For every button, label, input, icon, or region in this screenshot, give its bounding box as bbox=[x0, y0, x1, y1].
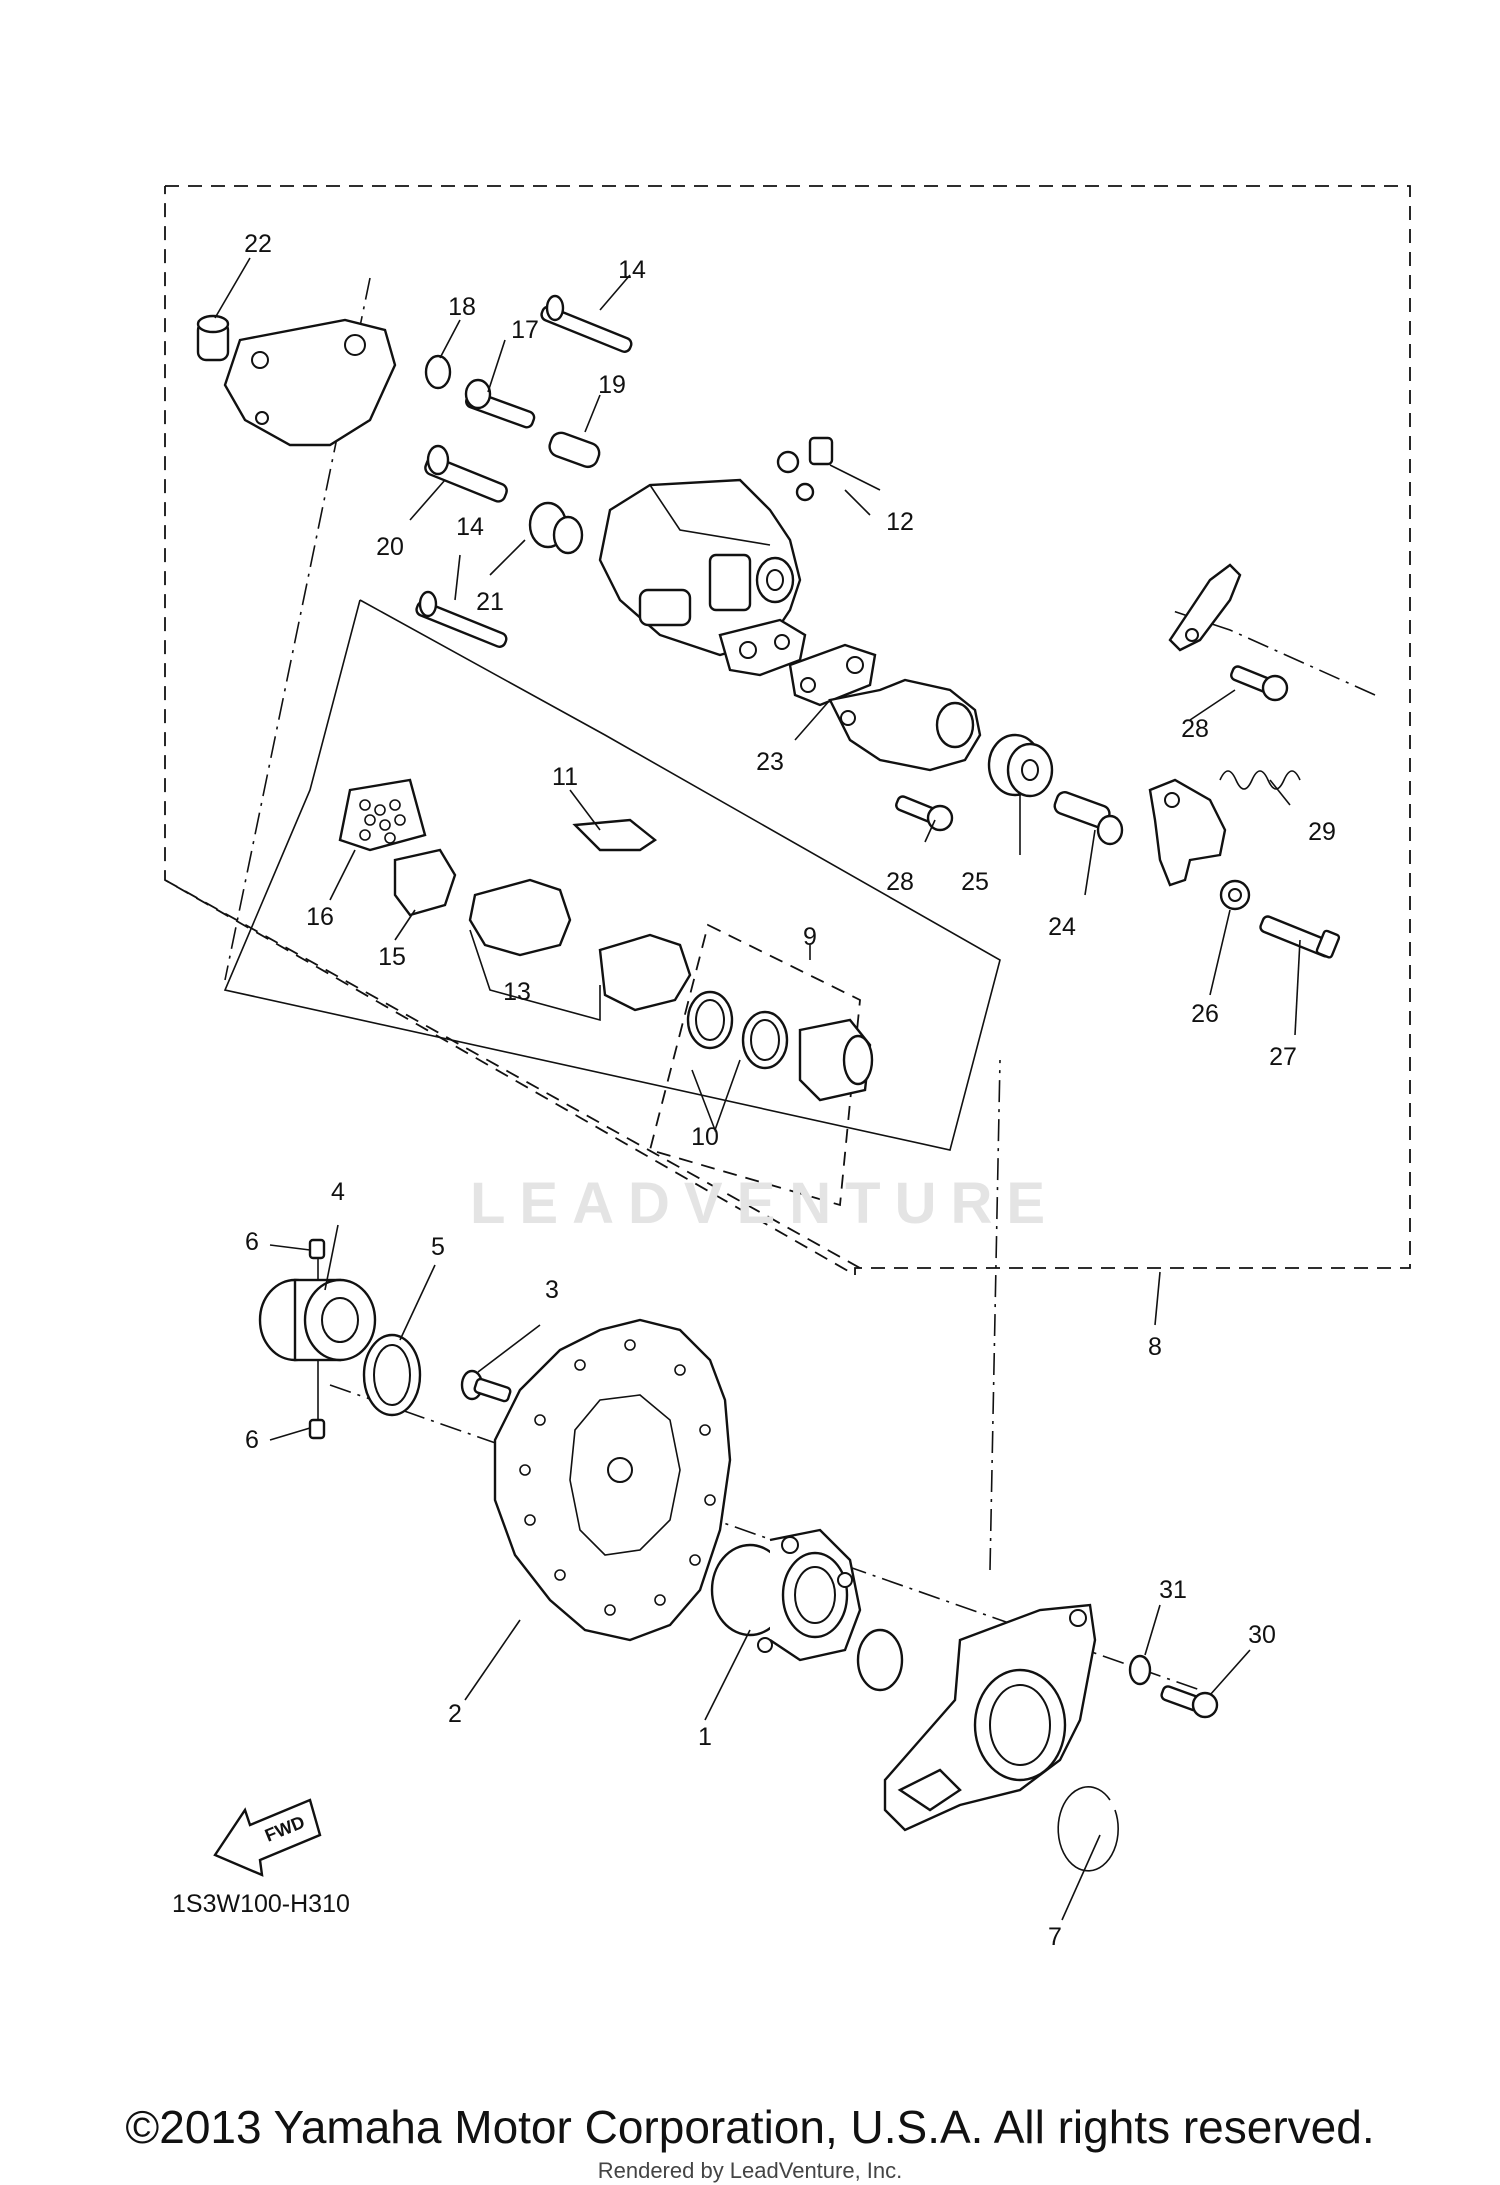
figure-code: 1S3W100-H310 bbox=[172, 1890, 350, 1918]
washer-31 bbox=[1128, 1654, 1152, 1686]
callout-22: 22 bbox=[244, 230, 272, 258]
callout-13: 13 bbox=[503, 978, 531, 1006]
callout-18: 18 bbox=[448, 293, 476, 321]
callout-29: 29 bbox=[1308, 818, 1336, 846]
callout-28-bottom: 28 bbox=[886, 868, 914, 896]
callout-1: 1 bbox=[698, 1723, 712, 1751]
bolt-27 bbox=[1259, 915, 1341, 959]
cup-25 bbox=[987, 733, 1054, 798]
bolt-28-bottom bbox=[895, 795, 954, 832]
bolt-30 bbox=[1160, 1685, 1219, 1719]
shim-16 bbox=[338, 778, 427, 852]
bracket-upper bbox=[1168, 563, 1242, 652]
piston-seals-10 bbox=[686, 990, 789, 1070]
pad-group-outline bbox=[223, 599, 1001, 1151]
caliper-mount-bracket bbox=[883, 1603, 1097, 1832]
callout-15: 15 bbox=[378, 943, 406, 971]
callout-19: 19 bbox=[598, 371, 626, 399]
rendered-by-notice: Rendered by LeadVenture, Inc. bbox=[597, 2158, 903, 2183]
pin-14-top bbox=[540, 294, 633, 353]
callout-30: 30 bbox=[1248, 1621, 1276, 1649]
callout-5: 5 bbox=[431, 1233, 445, 1261]
bracket-lower bbox=[1148, 778, 1227, 887]
hub-1 bbox=[710, 1528, 862, 1662]
piston-group-outline bbox=[648, 923, 861, 1207]
caliper-bracket bbox=[223, 318, 397, 447]
callout-26: 26 bbox=[1191, 1000, 1219, 1028]
spring-plate-11 bbox=[572, 818, 658, 852]
nut-4 bbox=[258, 1278, 377, 1362]
brake-pads-13 bbox=[468, 878, 692, 1012]
bleed-screw-12 bbox=[776, 436, 834, 502]
circlip-7 bbox=[1057, 1786, 1119, 1872]
callout-14-lower: 14 bbox=[456, 513, 484, 541]
gasket-23 bbox=[788, 643, 877, 707]
callout-17: 17 bbox=[511, 316, 539, 344]
pin-14-lower bbox=[415, 590, 508, 648]
brake-disc-2 bbox=[493, 1318, 732, 1642]
bolt-28-top bbox=[1230, 665, 1289, 702]
callout-31: 31 bbox=[1159, 1576, 1187, 1604]
callout-6-top: 6 bbox=[245, 1228, 259, 1256]
pin-20 bbox=[424, 444, 508, 503]
boot-21 bbox=[528, 501, 584, 555]
collar-22 bbox=[196, 314, 230, 362]
callout-14-top: 14 bbox=[618, 256, 646, 284]
callout-4: 4 bbox=[331, 1178, 345, 1206]
seal-ring-5 bbox=[362, 1333, 422, 1417]
fwd-arrow-icon: FWD bbox=[213, 1798, 322, 1877]
callout-6-bottom: 6 bbox=[245, 1426, 259, 1454]
copyright-notice: ©2013 Yamaha Motor Corporation, U.S.A. A… bbox=[125, 2101, 1375, 2153]
callout-21: 21 bbox=[476, 588, 504, 616]
callout-20: 20 bbox=[376, 533, 404, 561]
boot-19 bbox=[548, 431, 601, 469]
callout-25: 25 bbox=[961, 868, 989, 896]
piston-9 bbox=[798, 1018, 874, 1102]
o-ring bbox=[856, 1628, 904, 1692]
bolt-17 bbox=[464, 378, 536, 429]
caliper-body bbox=[598, 478, 807, 677]
callout-8: 8 bbox=[1148, 1333, 1162, 1361]
master-cylinder-body bbox=[828, 678, 982, 772]
bolt-24 bbox=[1053, 791, 1124, 846]
watermark: LEADVENTURE bbox=[470, 1171, 1060, 1236]
callout-27: 27 bbox=[1269, 1043, 1297, 1071]
callout-23: 23 bbox=[756, 748, 784, 776]
shim-15 bbox=[393, 848, 457, 917]
washer-18 bbox=[424, 354, 452, 390]
part-callouts: 1 2 3 4 5 6 6 7 8 9 10 11 12 13 14 14 15… bbox=[244, 230, 1336, 1951]
callout-16: 16 bbox=[306, 903, 334, 931]
callout-12: 12 bbox=[886, 508, 914, 536]
callout-9: 9 bbox=[803, 923, 817, 951]
callout-11: 11 bbox=[552, 763, 578, 791]
nut-26 bbox=[1219, 879, 1251, 911]
set-screw-6-top bbox=[308, 1238, 326, 1260]
callout-24: 24 bbox=[1048, 913, 1076, 941]
bolt-3 bbox=[460, 1369, 512, 1403]
leader-lines bbox=[214, 257, 1301, 1921]
callout-3: 3 bbox=[545, 1276, 559, 1304]
callout-28-top: 28 bbox=[1181, 715, 1209, 743]
callout-2: 2 bbox=[448, 1700, 462, 1728]
callout-7: 7 bbox=[1048, 1923, 1062, 1951]
spring-29 bbox=[1219, 770, 1301, 790]
callout-10: 10 bbox=[691, 1123, 719, 1151]
set-screw-6-bottom bbox=[308, 1418, 326, 1440]
